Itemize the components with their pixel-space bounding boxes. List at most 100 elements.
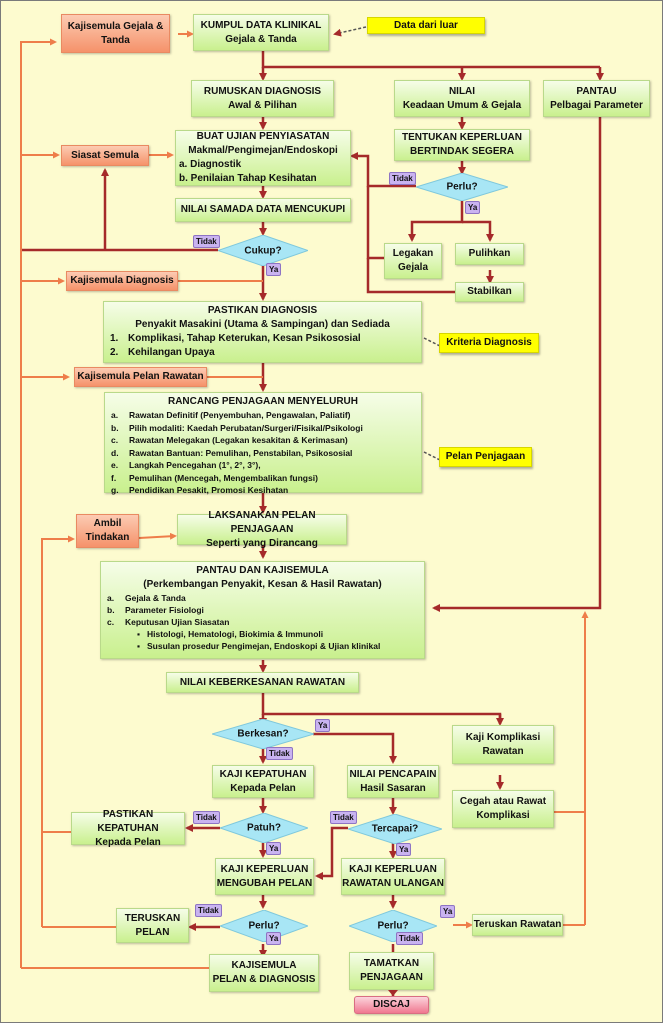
laksanakan-box[interactable]: LAKSANAKAN PELAN PENJAGAAN Seperti yang … xyxy=(177,510,347,549)
kumpul-data-box[interactable]: KUMPUL DATA KLINIKAL Gejala & Tanda xyxy=(193,14,329,51)
rancang-title: RANCANG PENJAGAAN MENYELURUH xyxy=(167,396,358,407)
subitem-text: Susulan prosedur Pengimejan, Endoskopi &… xyxy=(147,641,381,651)
pastikan-item: 2.Kehilangan Upaya xyxy=(110,346,421,360)
pastikan-kepatuhan-box[interactable]: PASTIKAN KEPATUHAN Kepada Pelan xyxy=(71,809,185,848)
decision-perlu-ulangan[interactable]: Perlu? xyxy=(347,909,439,943)
pantau-subitem: ▪Susulan prosedur Pengimejan, Endoskopi … xyxy=(107,640,424,652)
nilai-pencapain-sub: Hasil Sasaran xyxy=(360,782,426,794)
teruskan-pelan-line2: PELAN xyxy=(135,926,170,938)
kajisemula-gejala-box[interactable]: Kajisemula Gejala & Tanda xyxy=(61,14,170,53)
nilai-keadaan-box[interactable]: NILAI Keadaan Umum & Gejala xyxy=(394,80,530,117)
tag-ya: Ya xyxy=(266,842,282,855)
item-text: Pilih modaliti: Kaedah Perubatan/Surgeri… xyxy=(129,422,363,433)
nilai-pencapain-box[interactable]: NILAI PENCAPAIN Hasil Sasaran xyxy=(347,765,439,798)
decision-berkesan[interactable]: Berkesan? xyxy=(210,718,316,750)
item-marker: b. xyxy=(111,422,119,433)
kaji-komplikasi-box[interactable]: Kaji Komplikasi Rawatan xyxy=(452,725,554,764)
kajisemula-pd-box[interactable]: KAJISEMULA PELAN & DIAGNOSIS xyxy=(209,954,319,992)
item-text: Rawatan Bantuan: Pemulihan, Penstabilan,… xyxy=(129,447,353,458)
stabilkan-box[interactable]: Stabilkan xyxy=(455,282,524,302)
legakan-line1: Legakan xyxy=(392,248,434,259)
arrow-split-top xyxy=(261,50,600,69)
teruskan-pelan-line1: TERUSKAN xyxy=(124,912,181,924)
pastikan-kepatuhan-sub: Kepada Pelan xyxy=(95,836,161,848)
kaji-kepatuhan-box[interactable]: KAJI KEPATUHAN Kepada Pelan xyxy=(212,765,314,798)
kaji-kepatuhan-title: KAJI KEPATUHAN xyxy=(219,768,307,780)
pastikan-diagnosis-title: PASTIKAN DIAGNOSIS xyxy=(207,305,318,316)
ambil-tindakan-box[interactable]: Ambil Tindakan xyxy=(76,514,139,548)
item-text: Keputusan Ujian Siasatan xyxy=(125,617,230,627)
decision-cukup[interactable]: Cukup? xyxy=(216,234,310,267)
note-data-dari-luar-label: Data dari luar xyxy=(394,19,458,31)
ujian-item: a. Diagnostik xyxy=(179,159,242,170)
rumuskan-title: RUMUSKAN DIAGNOSIS xyxy=(203,85,322,97)
item-text: Rawatan Definitif (Penyembuhan, Pengawal… xyxy=(129,410,351,420)
pantau-kaji-sub: (Perkembangan Penyakit, Kesan & Hasil Ra… xyxy=(143,579,382,590)
ambil-tindakan-label: Ambil Tindakan xyxy=(85,518,130,543)
nilai-samada-box[interactable]: NILAI SAMADA DATA MENCUKUPI xyxy=(175,198,351,222)
pantau-parameter-box[interactable]: PANTAU Pelbagai Parameter xyxy=(543,80,650,117)
kaji-mengubah-box[interactable]: KAJI KEPERLUAN MENGUBAH PELAN xyxy=(215,858,314,895)
note-pelan-penjagaan: Pelan Penjagaan xyxy=(439,447,532,467)
decision-perlu-segera[interactable]: Perlu? xyxy=(414,172,510,202)
decision-label: Cukup? xyxy=(244,245,282,256)
item-text: Langkah Pencegahan (1°, 2°, 3°), xyxy=(129,460,261,470)
pantau-kajisemula-box[interactable]: PANTAU DAN KAJISEMULA (Perkembangan Peny… xyxy=(100,561,425,659)
nilai-keadaan-title: NILAI xyxy=(448,85,476,97)
item-text: Gejala & Tanda xyxy=(125,593,186,603)
ujian-item: b. Penilaian Tahap Kesihatan xyxy=(179,173,317,184)
kajisemula-pelan-box[interactable]: Kajisemula Pelan Rawatan xyxy=(74,367,207,387)
ujian-box[interactable]: BUAT UJIAN PENYIASATAN Makmal/Pengimejan… xyxy=(175,130,351,186)
kajisemula-diagnosis-box[interactable]: Kajisemula Diagnosis xyxy=(66,271,178,291)
tag-ya: Ya xyxy=(266,932,282,945)
item-text: Rawatan Melegakan (Legakan kesakitan & K… xyxy=(129,435,348,445)
note-connectors xyxy=(333,26,441,461)
subitem-text: Histologi, Hematologi, Biokimia & Immuno… xyxy=(147,629,324,639)
kajisemula-pd-line1: KAJISEMULA xyxy=(231,960,297,971)
tentukan-box[interactable]: TENTUKAN KEPERLUAN BERTINDAK SEGERA xyxy=(394,129,530,161)
kaji-ulangan-box[interactable]: KAJI KEPERLUAN RAWATAN ULANGAN xyxy=(341,858,445,895)
bullet-icon: ▪ xyxy=(137,629,141,639)
rancang-box[interactable]: RANCANG PENJAGAAN MENYELURUH a.Rawatan D… xyxy=(104,392,422,495)
rumuskan-box[interactable]: RUMUSKAN DIAGNOSIS Awal & Pilihan xyxy=(191,80,334,117)
tag-tidak: Tidak xyxy=(396,932,423,945)
pulihkan-box[interactable]: Pulihkan xyxy=(455,243,524,265)
decision-label: Berkesan? xyxy=(237,728,289,740)
decision-tercapai[interactable]: Tercapai? xyxy=(346,813,444,845)
discaj-label: DISCAJ xyxy=(373,999,410,1010)
rancang-item: f.Pemulihan (Mencegah, Mengembalikan fun… xyxy=(111,472,421,485)
pastikan-diagnosis-box[interactable]: PASTIKAN DIAGNOSIS Penyakit Masakini (Ut… xyxy=(103,301,422,363)
rumuskan-sub: Awal & Pilihan xyxy=(228,99,297,111)
tamatkan-box[interactable]: TAMATKAN PENJAGAAN xyxy=(349,952,434,990)
note-pelan-label: Pelan Penjagaan xyxy=(445,451,526,462)
cegah-box[interactable]: Cegah atau Rawat Komplikasi xyxy=(452,790,554,828)
tag-ya: Ya xyxy=(396,843,412,856)
teruskan-rawatan-box[interactable]: Teruskan Rawatan xyxy=(472,914,563,936)
teruskan-rawatan-label: Teruskan Rawatan xyxy=(473,919,562,930)
nilai-pencapain-title: NILAI PENCAPAIN xyxy=(349,768,437,780)
teruskan-pelan-box[interactable]: TERUSKAN PELAN xyxy=(116,908,189,943)
item-text: Parameter Fisiologi xyxy=(125,605,204,615)
tentukan-line2: BERTINDAK SEGERA xyxy=(410,146,514,157)
rancang-item: b. Pilih modaliti: Kaedah Perubatan/Surge… xyxy=(111,422,421,435)
cegah-line2: Komplikasi xyxy=(476,810,530,821)
tag-ya: Ya xyxy=(315,719,331,732)
item-marker: b. xyxy=(107,605,115,615)
nilai-keadaan-sub: Keadaan Umum & Gejala xyxy=(402,99,522,111)
legakan-box[interactable]: Legakan Gejala xyxy=(384,243,442,279)
pantau-kaji-title: PANTAU DAN KAJISEMULA xyxy=(196,565,329,576)
nilai-keberkesanan-box[interactable]: NILAI KEBERKESANAN RAWATAN xyxy=(166,672,359,693)
decision-perlu-ubah[interactable]: Perlu? xyxy=(218,909,310,943)
nilai-keberkesanan-label: NILAI KEBERKESANAN RAWATAN xyxy=(179,676,346,688)
decision-patuh[interactable]: Patuh? xyxy=(218,812,310,844)
note-data-dari-luar: Data dari luar xyxy=(367,17,485,34)
decision-label: Perlu? xyxy=(248,920,280,932)
laksanakan-title: LAKSANAKAN PELAN PENJAGAAN xyxy=(208,509,316,535)
item-text: Kehilangan Upaya xyxy=(128,347,215,358)
item-text: Komplikasi, Tahap Keterukan, Kesan Psiko… xyxy=(128,333,361,344)
tag-ya: Ya xyxy=(465,201,481,214)
kajisemula-diagnosis-label: Kajisemula Diagnosis xyxy=(70,275,174,286)
kajisemula-pd-line2: PELAN & DIAGNOSIS xyxy=(212,974,316,985)
siasat-semula-box[interactable]: Siasat Semula xyxy=(61,145,149,166)
discaj-box[interactable]: DISCAJ xyxy=(354,996,429,1014)
